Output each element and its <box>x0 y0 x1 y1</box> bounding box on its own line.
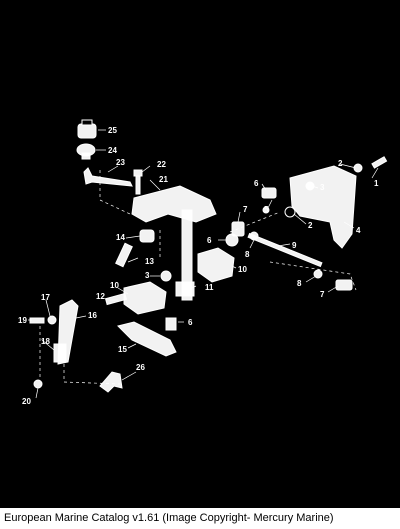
part-17-nut <box>47 315 57 325</box>
part-25-bushing <box>77 119 97 139</box>
callout-1: 1 <box>374 179 379 188</box>
part-14-nut <box>139 229 155 243</box>
callout-16: 16 <box>88 311 97 320</box>
callout-22: 22 <box>157 160 166 169</box>
part-13-screw <box>115 242 133 268</box>
callout-23: 23 <box>116 158 125 167</box>
callout-26: 26 <box>136 363 145 372</box>
part-10-block-left <box>123 281 167 315</box>
reference-lines <box>39 170 357 385</box>
part-5-washer <box>262 206 270 214</box>
callout-6-center: 6 <box>207 236 212 245</box>
part-20-nut <box>33 379 43 389</box>
callout-11: 11 <box>205 283 214 292</box>
part-15-link <box>117 321 177 357</box>
part-10-block-right <box>197 247 235 283</box>
part-2-washer-lower <box>284 206 296 218</box>
part-19-screw <box>29 317 45 324</box>
part-9-rod <box>247 232 323 268</box>
callout-17: 17 <box>41 293 50 302</box>
part-7-ball-joint-lower <box>335 279 353 291</box>
callout-8-lower: 8 <box>297 279 302 288</box>
callout-5: 5 <box>264 205 269 214</box>
callout-labels: 25 24 23 22 21 14 13 3 10 12 11 6 10 6 1… <box>18 126 379 406</box>
callout-7-top: 7 <box>243 205 248 214</box>
callout-2-lower: 2 <box>308 221 313 230</box>
part-26-bracket <box>99 371 123 393</box>
part-22-bolt <box>133 169 143 195</box>
callout-6-right: 6 <box>254 179 259 188</box>
callout-9: 9 <box>292 241 297 250</box>
callout-3-left: 3 <box>145 271 150 280</box>
part-23-rod <box>83 167 133 187</box>
exploded-parts-diagram: 25 24 23 22 21 14 13 3 10 12 11 6 10 6 1… <box>18 119 388 406</box>
callout-2-top: 2 <box>338 159 343 168</box>
part-2-washer <box>353 163 363 173</box>
callout-20: 20 <box>22 397 31 406</box>
callout-10-right: 10 <box>238 265 247 274</box>
callout-12: 12 <box>96 292 105 301</box>
callout-10-left: 10 <box>110 281 119 290</box>
callout-13: 13 <box>145 257 154 266</box>
part-21-lever <box>131 185 217 223</box>
part-6-lower <box>165 317 177 331</box>
leader-lines <box>28 129 379 399</box>
callout-18: 18 <box>41 337 50 346</box>
callout-25: 25 <box>108 126 117 135</box>
part-1-screw <box>371 156 388 169</box>
callout-7-lower: 7 <box>320 290 325 299</box>
part-6-fitting <box>261 187 277 199</box>
part-3-washer <box>160 270 172 282</box>
callout-6-lower: 6 <box>188 318 193 327</box>
callout-14: 14 <box>116 233 125 242</box>
callout-8-top: 8 <box>245 250 250 259</box>
part-11-shaft <box>175 209 195 301</box>
callout-19: 19 <box>18 316 27 325</box>
image-caption: European Marine Catalog v1.61 (Image Cop… <box>0 508 400 529</box>
part-3-nut <box>305 181 315 191</box>
callout-3-right: 3 <box>320 183 325 192</box>
part-18-fitting <box>53 343 67 363</box>
part-12-bolt <box>104 292 128 306</box>
callout-24: 24 <box>108 146 117 155</box>
callout-15: 15 <box>118 345 127 354</box>
part-24-cap <box>76 143 96 160</box>
diagram-svg: 25 24 23 22 21 14 13 3 10 12 11 6 10 6 1… <box>18 119 388 406</box>
callout-21: 21 <box>159 175 168 184</box>
callout-4: 4 <box>356 226 361 235</box>
